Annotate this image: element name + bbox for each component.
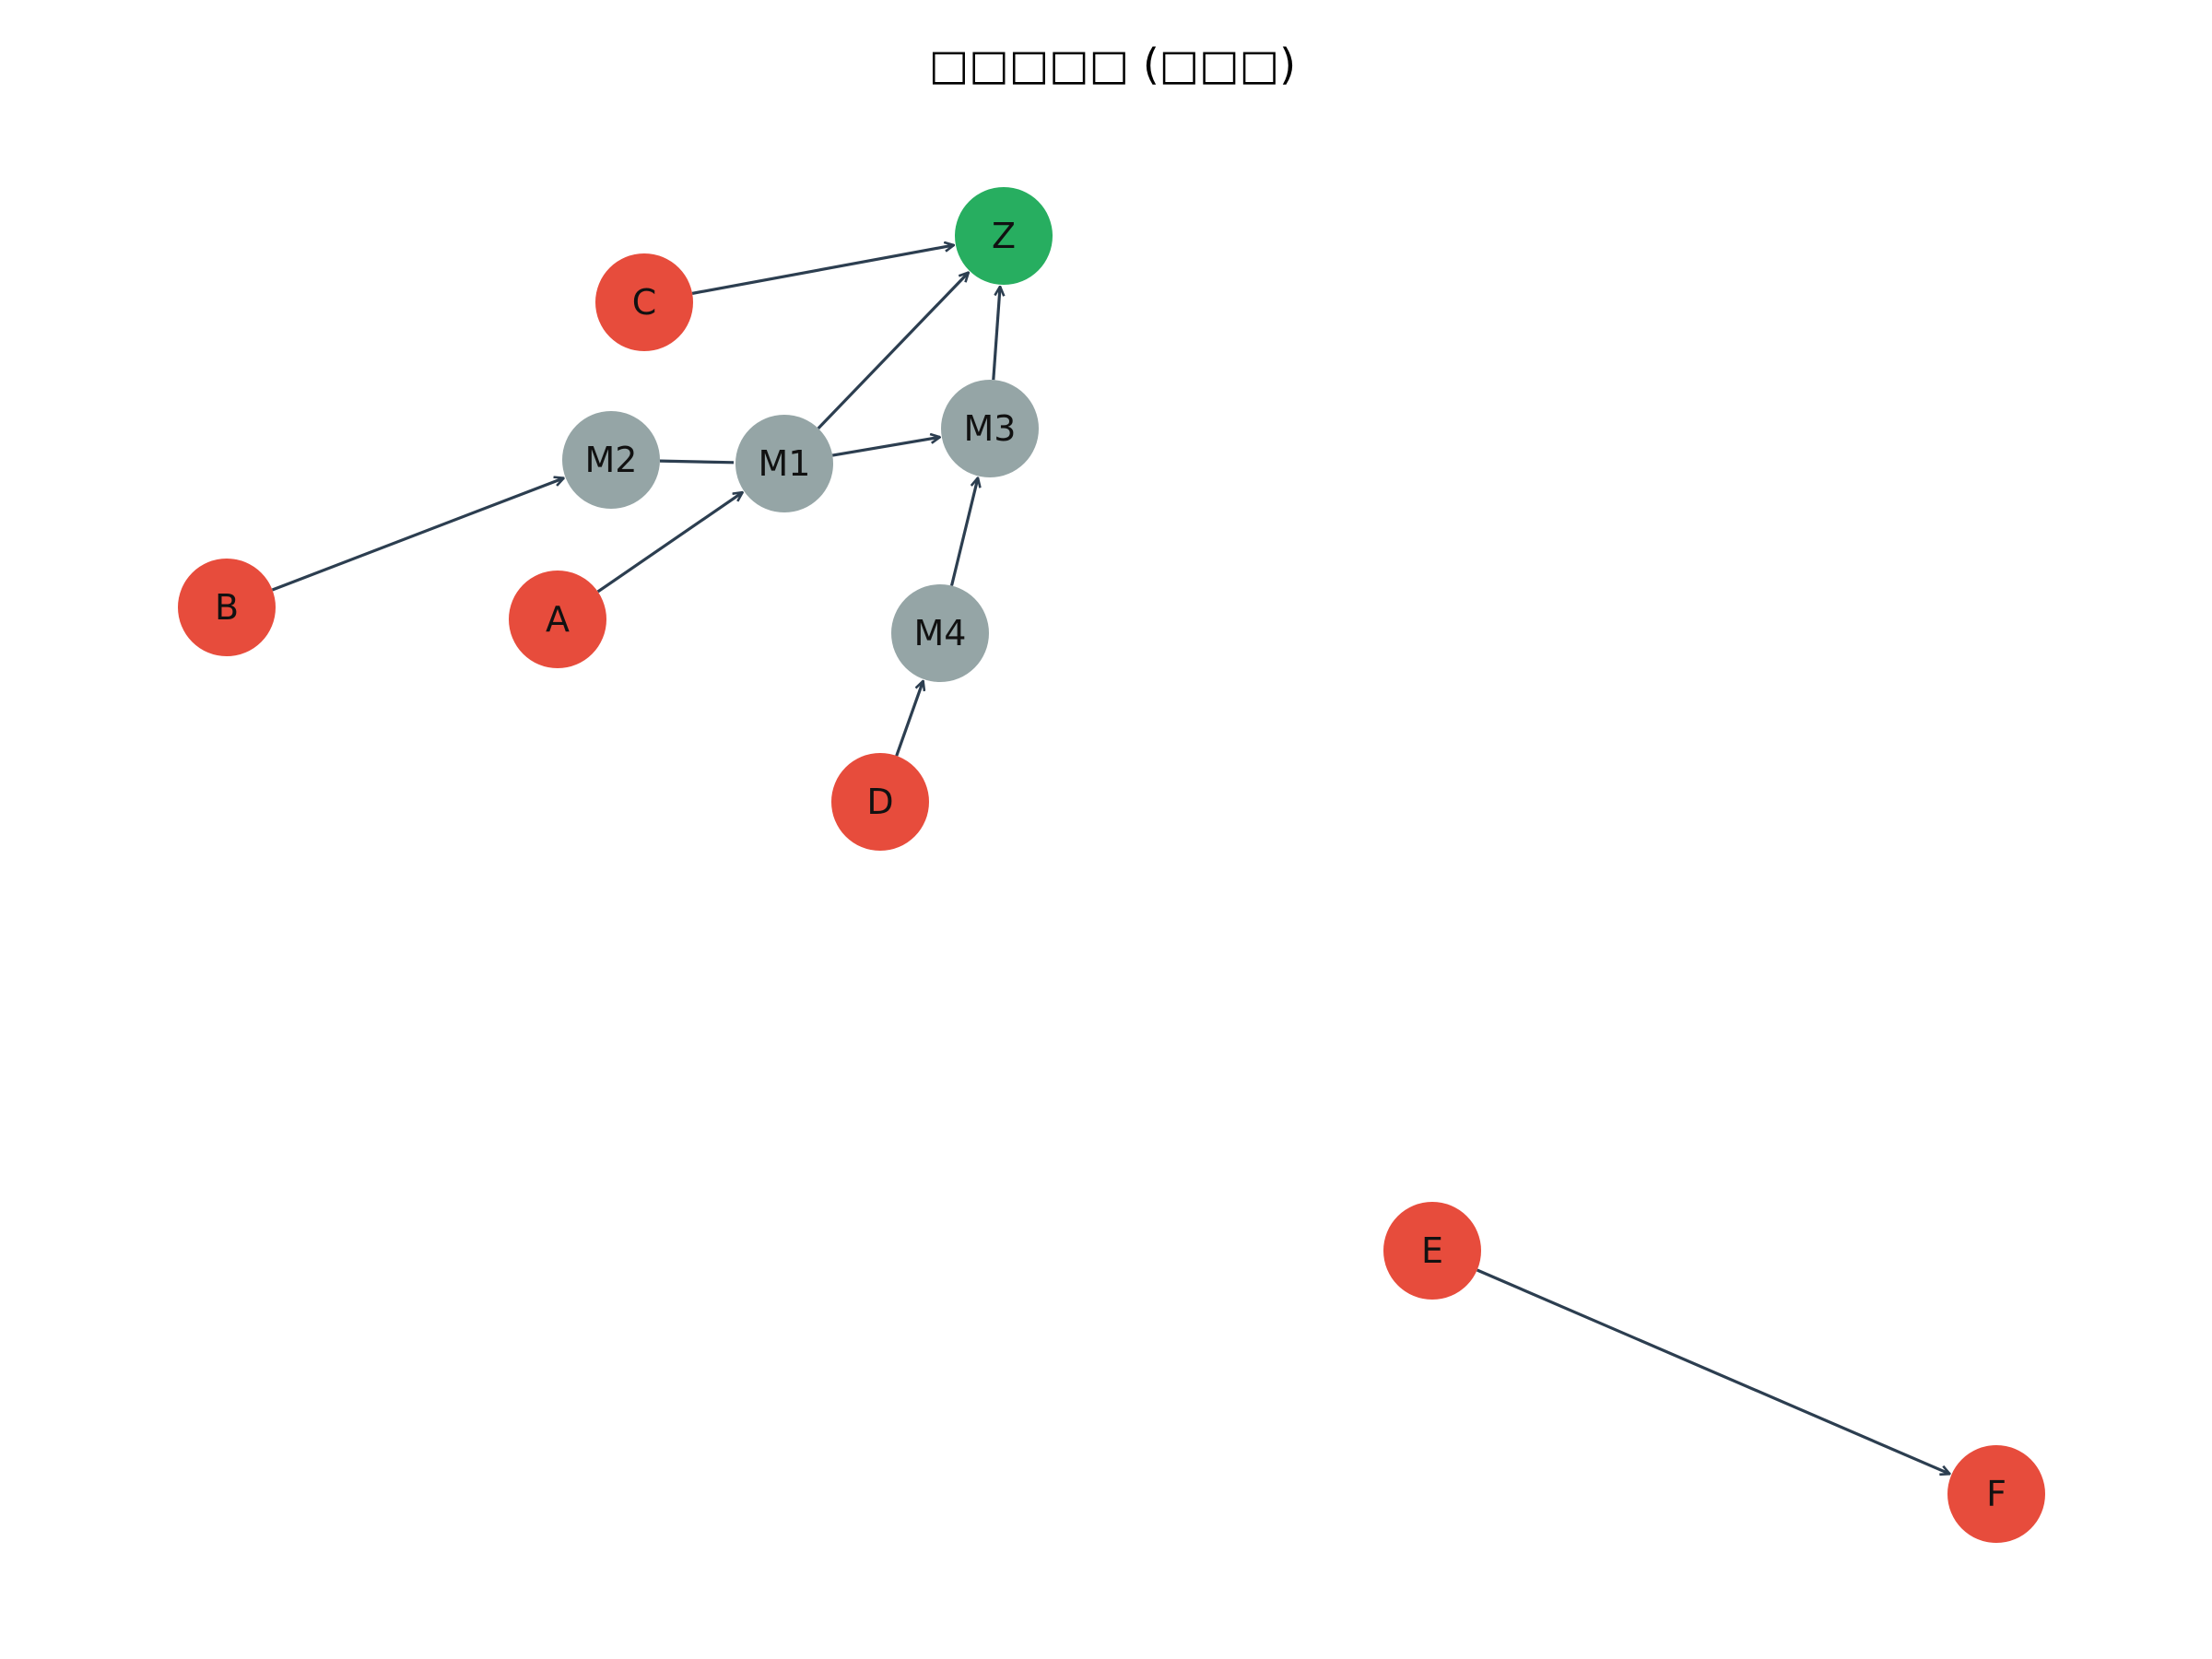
node-label-m3: M3 bbox=[964, 408, 1017, 449]
node-m4: M4 bbox=[891, 584, 989, 682]
edge-m3-to-z bbox=[992, 287, 1000, 381]
node-circle-m1 bbox=[735, 415, 833, 512]
node-label-e: E bbox=[1421, 1230, 1443, 1271]
nodes-layer: Z C M2 M1 M3B A M4D E F bbox=[178, 187, 2045, 1543]
edge-m1-to-m3 bbox=[831, 437, 940, 457]
edge-b-to-m2 bbox=[271, 478, 563, 592]
node-circle-e bbox=[1383, 1202, 1481, 1300]
edge-m4-to-m3 bbox=[949, 477, 978, 586]
node-circle-d bbox=[831, 753, 929, 851]
node-e: E bbox=[1383, 1202, 1481, 1300]
diagram-title: □□□□□ (□□□) bbox=[929, 40, 1296, 89]
node-d: D bbox=[831, 753, 929, 851]
node-circle-z bbox=[955, 187, 1053, 285]
edge-c-to-z bbox=[691, 245, 954, 295]
node-circle-m4 bbox=[891, 584, 989, 682]
node-label-m4: M4 bbox=[914, 613, 967, 653]
node-label-m2: M2 bbox=[585, 440, 638, 480]
edge-m1-to-z bbox=[817, 273, 969, 429]
edge-a-to-m1 bbox=[596, 492, 743, 594]
node-circle-f bbox=[1947, 1445, 2045, 1543]
node-a: A bbox=[509, 571, 606, 668]
node-circle-b bbox=[178, 559, 276, 656]
node-label-m1: M1 bbox=[759, 443, 811, 484]
node-m1: M1 bbox=[735, 415, 833, 512]
node-m2: M2 bbox=[562, 411, 660, 509]
node-label-b: B bbox=[215, 587, 239, 628]
node-z: Z bbox=[955, 187, 1053, 285]
node-circle-a bbox=[509, 571, 606, 668]
node-c: C bbox=[595, 253, 693, 351]
node-m3: M3 bbox=[941, 380, 1039, 477]
edge-e-to-f bbox=[1477, 1268, 1950, 1474]
node-circle-m2 bbox=[562, 411, 660, 509]
edge-d-to-m4 bbox=[895, 681, 924, 757]
node-label-f: F bbox=[1986, 1474, 2006, 1514]
node-circle-m3 bbox=[941, 380, 1039, 477]
node-label-z: Z bbox=[992, 216, 1016, 256]
node-circle-c bbox=[595, 253, 693, 351]
edge-m2-to-m1 bbox=[659, 459, 735, 465]
node-f: F bbox=[1947, 1445, 2045, 1543]
node-b: B bbox=[178, 559, 276, 656]
node-label-d: D bbox=[866, 782, 893, 822]
edges-layer bbox=[271, 245, 1950, 1474]
node-label-c: C bbox=[632, 282, 657, 323]
node-label-a: A bbox=[546, 599, 570, 640]
